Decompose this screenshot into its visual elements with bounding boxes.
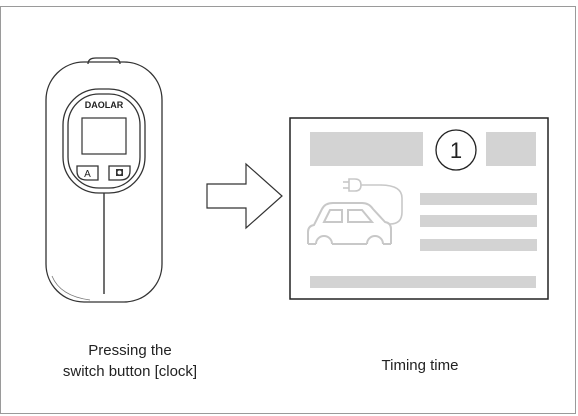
figure-frame <box>0 6 576 414</box>
device-top-cap <box>87 57 121 65</box>
caption-left: Pressing the switch button [clock] <box>30 340 230 382</box>
screen-preview <box>289 117 549 300</box>
caption-left-line2: switch button [clock] <box>62 363 198 380</box>
step-badge <box>435 129 477 171</box>
device-brand: DAOLAR <box>85 100 124 110</box>
step-badge-number: 1 <box>450 138 462 163</box>
caption-right: Timing time <box>381 357 459 374</box>
button-a-label: A <box>84 169 91 180</box>
button-clock <box>108 165 131 181</box>
placeholder-bar <box>486 132 536 166</box>
placeholder-bar <box>420 239 537 251</box>
charger-device <box>45 57 163 303</box>
placeholder-bar <box>420 193 537 205</box>
caption-left-line1: Pressing the <box>88 342 172 359</box>
placeholder-bar <box>420 215 537 227</box>
placeholder-bar <box>310 132 423 166</box>
placeholder-bar <box>310 276 536 288</box>
car-icon <box>307 202 392 245</box>
control-panel-inner <box>67 93 141 189</box>
arrow-right-icon <box>206 162 283 230</box>
device-body <box>45 61 163 303</box>
button-a <box>76 165 99 181</box>
plug-icon <box>343 178 403 225</box>
device-display <box>81 117 127 155</box>
